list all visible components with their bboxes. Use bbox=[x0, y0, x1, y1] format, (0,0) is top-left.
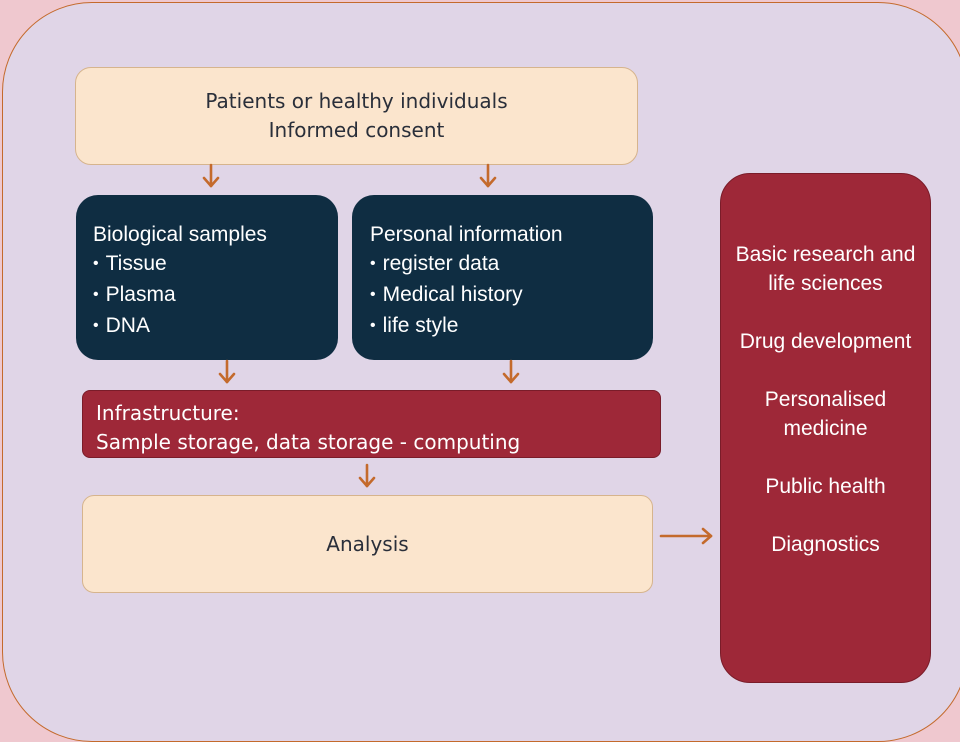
list-item: Plasma bbox=[93, 280, 338, 311]
outcome-basic-research: Basic research and life sciences bbox=[735, 243, 916, 295]
arrow-down-icon bbox=[202, 163, 220, 188]
arrow-down-icon bbox=[479, 163, 497, 188]
list-item: DNA bbox=[93, 311, 338, 342]
consent-line-1: Patients or healthy individuals bbox=[205, 89, 508, 113]
infrastructure-detail: Sample storage, data storage - computing bbox=[96, 430, 521, 454]
consent-line-2: Informed consent bbox=[268, 118, 445, 142]
infrastructure-title: Infrastructure: bbox=[96, 401, 240, 425]
flow-arrows bbox=[202, 163, 713, 545]
infrastructure-box: Infrastructure: Sample storage, data sto… bbox=[82, 390, 661, 458]
personal-information-box: Personal information register data Medic… bbox=[352, 195, 653, 360]
list-item: life style bbox=[370, 311, 653, 342]
analysis-box: Analysis bbox=[82, 495, 653, 593]
arrow-down-icon bbox=[502, 359, 520, 384]
biological-samples-box: Biological samples Tissue Plasma DNA bbox=[76, 195, 338, 360]
biological-samples-list: Tissue Plasma DNA bbox=[93, 249, 338, 342]
outcome-diagnostics: Diagnostics bbox=[771, 533, 880, 556]
list-item: Tissue bbox=[93, 249, 338, 280]
biological-samples-title: Biological samples bbox=[93, 223, 267, 246]
outcome-drug-development: Drug development bbox=[739, 330, 912, 353]
list-item: register data bbox=[370, 249, 653, 280]
personal-information-list: register data Medical history life style bbox=[370, 249, 653, 342]
arrow-down-icon bbox=[358, 463, 376, 488]
consent-box: Patients or healthy individuals Informed… bbox=[75, 67, 638, 165]
outcomes-box: Basic research and life sciences Drug de… bbox=[720, 173, 931, 683]
arrow-right-icon bbox=[659, 527, 713, 545]
list-item: Medical history bbox=[370, 280, 653, 311]
personal-information-title: Personal information bbox=[370, 223, 563, 246]
outcome-personalised-medicine: Personalised medicine bbox=[764, 388, 887, 440]
outcome-public-health: Public health bbox=[765, 475, 886, 498]
arrow-down-icon bbox=[218, 359, 236, 384]
analysis-label: Analysis bbox=[326, 532, 409, 556]
